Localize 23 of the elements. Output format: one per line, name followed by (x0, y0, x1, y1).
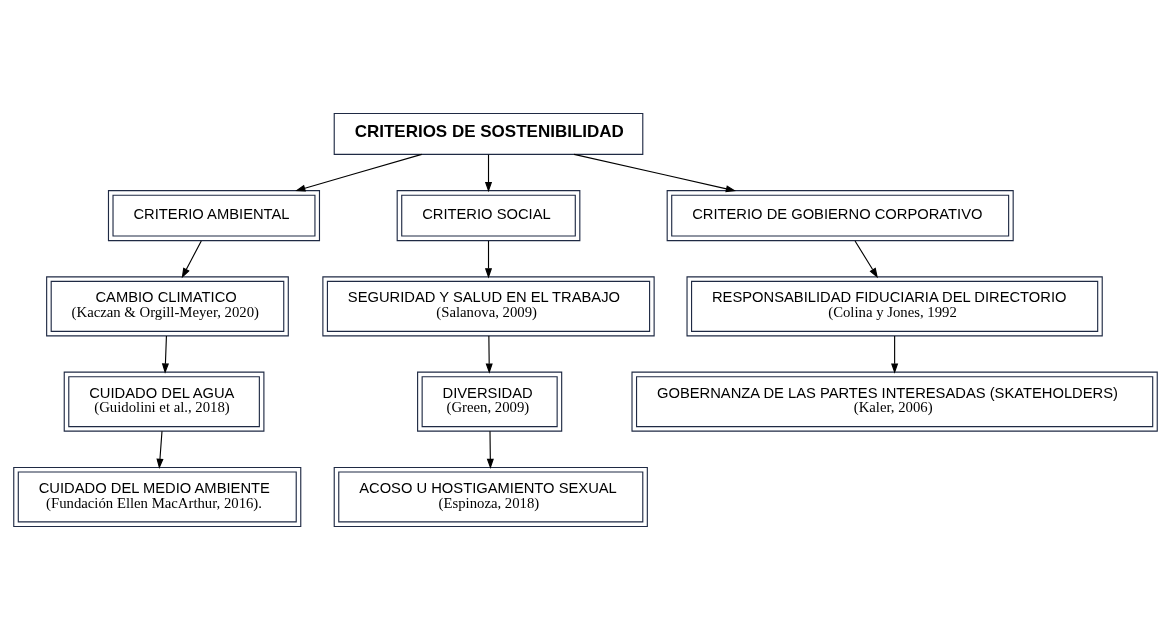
arrow (573, 153, 737, 192)
arrow (486, 430, 494, 469)
arrow (484, 153, 493, 192)
node-box: CAMBIO CLIMATICO (Kaczan & Orgill-Meyer, 2020) (46, 275, 289, 336)
arrow (485, 334, 493, 374)
node-box: ACOSO U HOSTIGAMIENTO SEXUAL (Espinoza, 2018) (333, 466, 648, 527)
node-box: CRITERIO DE GOBIERNO CORPORATIVO (666, 189, 1014, 241)
node-box: SEGURIDAD Y SALUD EN EL TRABAJO (Salanova, 2009) (322, 275, 655, 336)
node-box: DIVERSIDAD (Green, 2009) (417, 371, 563, 432)
arrow (891, 334, 899, 374)
node-box: CRITERIO SOCIAL (396, 189, 581, 241)
node-box: CUIDADO DEL MEDIO AMBIENTE (Fundación Ellen MacArthur, 2016). (13, 466, 302, 527)
arrow (854, 239, 878, 278)
arrow (181, 239, 202, 278)
arrow (161, 334, 169, 374)
node-box: GOBERNANZA DE LAS PARTES INTERESADAS (SKATEHOLDERS) (Kaler, 2006) (631, 371, 1158, 432)
arrow (484, 239, 493, 278)
node-box: CRITERIO AMBIENTAL (107, 189, 321, 241)
node-box: CUIDADO DEL AGUA (Guidolini et al., 2018) (63, 371, 265, 432)
arrow (156, 430, 164, 469)
node-box: CRITERIOS DE SOSTENIBILIDAD (333, 112, 644, 155)
arrow (295, 153, 423, 192)
node-box: RESPONSABILIDAD FIDUCIARIA DEL DIRECTORIO (Colina y Jones, 1992 (686, 275, 1103, 336)
